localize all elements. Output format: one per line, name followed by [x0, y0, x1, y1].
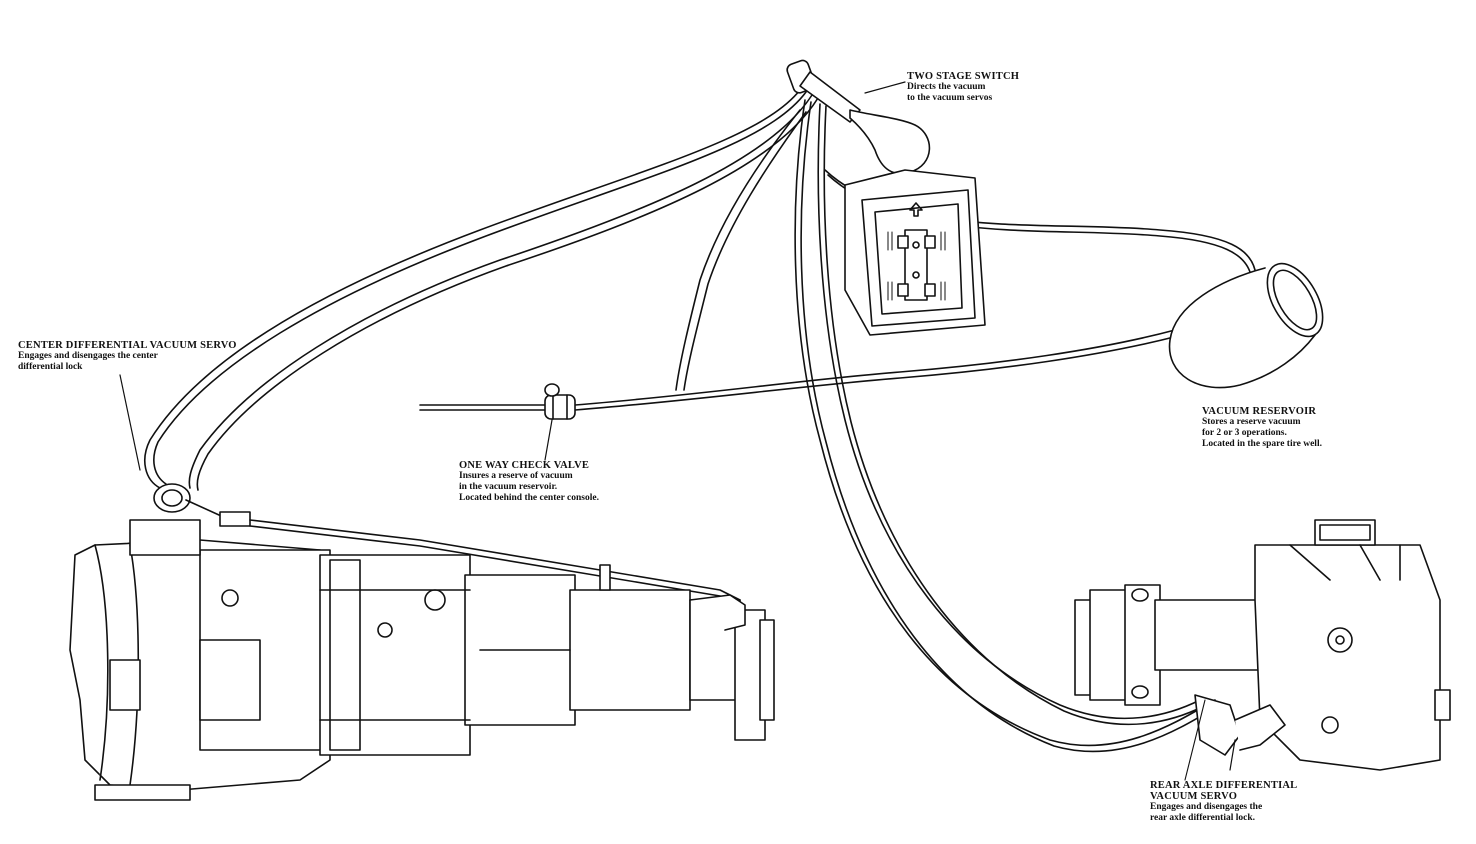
rear-axle-servo-label: REAR AXLE DIFFERENTIAL VACUUM SERVO Enga…: [1150, 780, 1297, 824]
check-valve-desc-3: Located behind the center console.: [459, 493, 599, 503]
vacuum-reservoir-part: [1168, 262, 1324, 389]
two-stage-switch-desc-2: to the vacuum servos: [907, 93, 993, 103]
check-valve-desc-2: in the vacuum reservoir.: [459, 482, 558, 492]
vacuum-reservoir-desc-1: Stores a reserve vacuum: [1202, 417, 1301, 427]
rear-axle-servo-desc-1: Engages and disengages the: [1150, 802, 1263, 812]
vacuum-reservoir-desc-2: for 2 or 3 operations.: [1202, 428, 1287, 438]
vacuum-hoses: [144, 89, 1256, 753]
center-diff-servo-title: CENTER DIFFERENTIAL VACUUM SERVO: [18, 340, 237, 351]
two-stage-switch-part: [786, 59, 986, 336]
two-stage-switch-title: TWO STAGE SWITCH: [907, 71, 1020, 82]
check-valve-label: ONE WAY CHECK VALVE Insures a reserve of…: [459, 460, 599, 504]
two-stage-switch-label: TWO STAGE SWITCH Directs the vacuum to t…: [907, 71, 1019, 104]
rear-axle-servo-desc-2: rear axle differential lock.: [1150, 813, 1256, 823]
center-diff-servo-label: CENTER DIFFERENTIAL VACUUM SERVO Engages…: [18, 340, 237, 373]
leader-lines: [1184, 699, 1206, 781]
rear-axle-differential-assembly: [1074, 519, 1451, 771]
vacuum-reservoir-title: VACUUM RESERVOIR: [1202, 406, 1317, 417]
rear-axle-servo-title-2: VACUUM SERVO: [1150, 791, 1238, 802]
center-diff-servo-desc-2: differential lock: [18, 362, 83, 372]
center-diff-servo-desc-1: Engages and disengages the center: [18, 351, 158, 361]
rear-axle-servo-title-1: REAR AXLE DIFFERENTIAL: [1150, 780, 1298, 791]
check-valve-title: ONE WAY CHECK VALVE: [459, 460, 590, 471]
one-way-check-valve-part: [544, 383, 576, 461]
vacuum-reservoir-desc-3: Located in the spare tire well.: [1202, 439, 1322, 449]
check-valve-desc-1: Insures a reserve of vacuum: [459, 471, 573, 481]
two-stage-switch-desc-1: Directs the vacuum: [907, 82, 986, 92]
transmission-assembly: [69, 519, 775, 801]
vacuum-reservoir-label: VACUUM RESERVOIR Stores a reserve vacuum…: [1202, 406, 1322, 450]
